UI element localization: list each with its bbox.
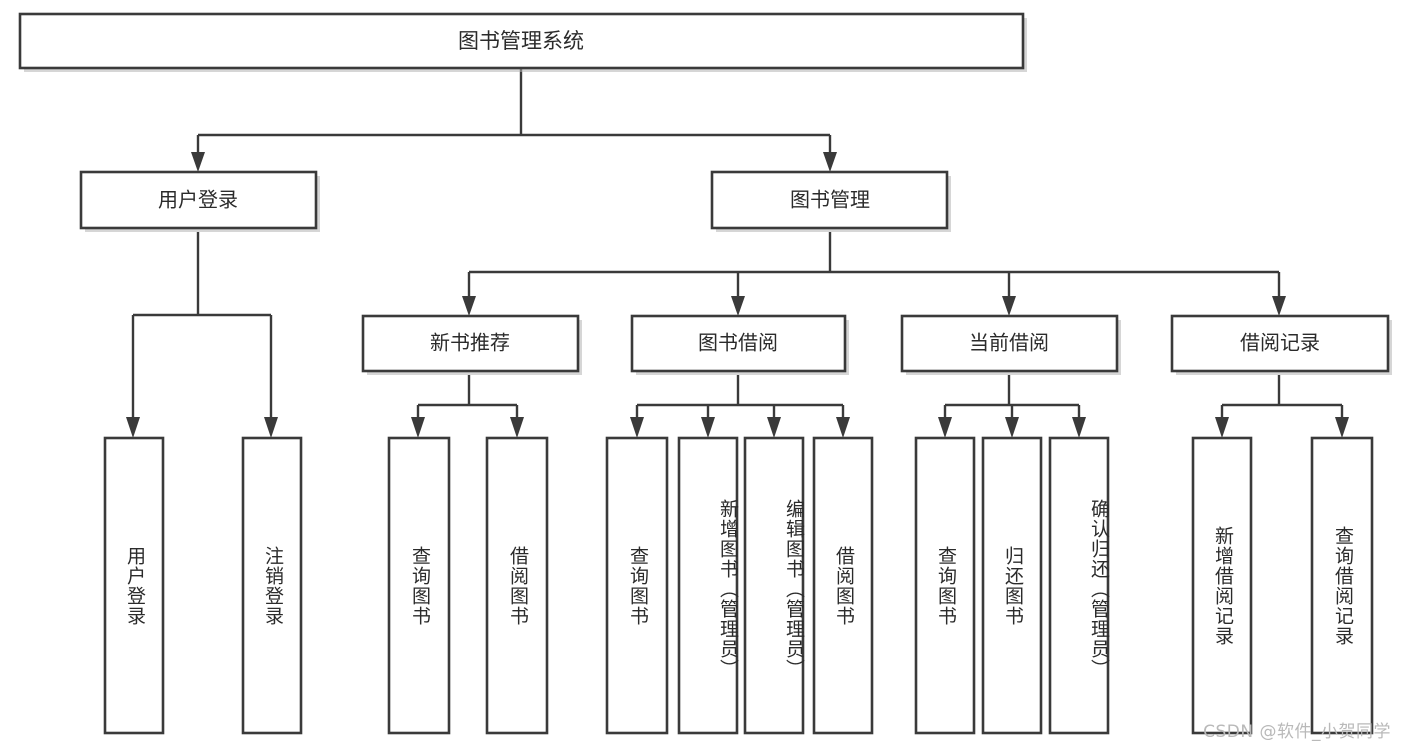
arrow-new-book-leaf1	[411, 417, 425, 438]
arrow-book-borrow-leaf2	[701, 417, 715, 438]
node-layer: 图书管理系统 用户登录 图书管理 新书推荐	[18, 12, 1392, 735]
arrow-current-borrow-leaf3	[1072, 417, 1086, 438]
csdn-watermark: CSDN @软件_小贺同学	[1203, 722, 1391, 742]
leaf-box-br-query-record[interactable]	[1310, 436, 1374, 735]
node-borrow-record[interactable]: 借阅记录	[1170, 314, 1392, 375]
root-box	[18, 12, 1025, 70]
current-borrow-box	[900, 314, 1119, 373]
book-borrow-box	[630, 314, 847, 373]
borrow-record-box	[1170, 314, 1390, 373]
arrow-book-borrow-leaf3	[767, 417, 781, 438]
new-book-label: 新书推荐	[430, 331, 510, 355]
arrow-to-user-login	[191, 152, 205, 172]
leaf-box-user-logout[interactable]	[241, 436, 303, 735]
new-book-box	[361, 314, 580, 373]
leaf-box-cb-confirm-return[interactable]	[1048, 436, 1110, 735]
arrow-to-book-manage	[823, 152, 837, 172]
arrow-to-new-book	[462, 296, 476, 316]
leaf-box-bb-borrow-book[interactable]	[812, 436, 874, 735]
book-borrow-label: 图书借阅	[698, 331, 778, 355]
borrow-record-label: 借阅记录	[1240, 331, 1320, 355]
user-login-box	[79, 170, 318, 230]
leaf-box-bb-edit-book[interactable]	[743, 436, 805, 735]
arrow-user-login-leaf2	[264, 417, 278, 438]
node-book-manage[interactable]: 图书管理	[710, 170, 951, 232]
node-new-book-recommend[interactable]: 新书推荐	[361, 314, 582, 375]
arrow-to-book-borrow	[731, 296, 745, 316]
arrow-new-book-leaf2	[510, 417, 524, 438]
root-label: 图书管理系统	[458, 29, 584, 53]
leaf-box-cb-return-book[interactable]	[981, 436, 1043, 735]
current-borrow-label: 当前借阅	[969, 331, 1049, 355]
arrow-to-borrow-record	[1272, 296, 1286, 316]
leaf-box-bb-query-book[interactable]	[605, 436, 669, 735]
arrow-book-borrow-leaf4	[836, 417, 850, 438]
arrow-borrow-record-leaf1	[1215, 417, 1229, 438]
user-login-label: 用户登录	[158, 188, 238, 212]
leaf-box-nb-borrow-book[interactable]	[485, 436, 549, 735]
leaf-box-br-add-record[interactable]	[1191, 436, 1253, 735]
book-manage-label: 图书管理	[790, 188, 870, 212]
arrow-user-login-leaf1	[126, 417, 140, 438]
node-book-borrow[interactable]: 图书借阅	[630, 314, 849, 375]
leaf-box-cb-query-book[interactable]	[914, 436, 976, 735]
arrow-book-borrow-leaf1	[630, 417, 644, 438]
leaf-box-layer	[103, 436, 1374, 735]
node-user-login[interactable]: 用户登录	[79, 170, 320, 232]
arrow-borrow-record-leaf2	[1335, 417, 1349, 438]
node-current-borrow[interactable]: 当前借阅	[900, 314, 1121, 375]
node-root[interactable]: 图书管理系统	[18, 12, 1027, 72]
leaf-box-user-login[interactable]	[103, 436, 165, 735]
arrow-current-borrow-leaf2	[1005, 417, 1019, 438]
connector-layer	[126, 68, 1349, 438]
book-manage-box	[710, 170, 949, 230]
arrow-to-current-borrow	[1002, 296, 1016, 316]
leaf-box-bb-add-book[interactable]	[677, 436, 739, 735]
leaf-box-nb-query-book[interactable]	[387, 436, 451, 735]
arrow-current-borrow-leaf1	[938, 417, 952, 438]
